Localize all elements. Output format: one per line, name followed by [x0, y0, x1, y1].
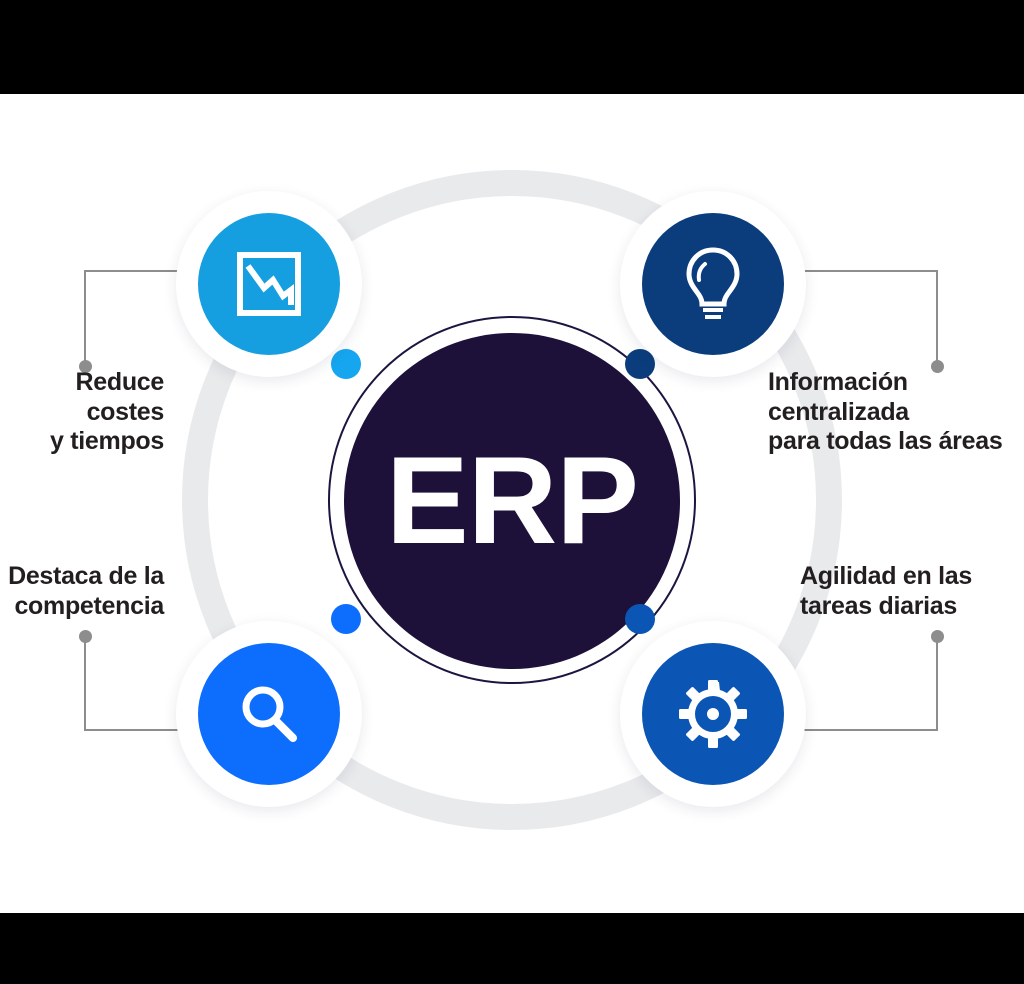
gear-hub-cutout [695, 696, 731, 732]
label-destaca-competencia: Destaca de la competencia [8, 562, 164, 620]
node-disc-reduce-costes [198, 213, 340, 355]
ring-dot-bottom-left [331, 604, 361, 634]
connector-vertical-segment [936, 270, 938, 366]
connector-vertical-segment [84, 635, 86, 731]
connector-endpoint-dot [931, 360, 944, 373]
node-disc-destaca-competencia [198, 643, 340, 785]
label-agilidad-tareas: Agilidad en las tareas diarias [800, 562, 972, 620]
connector-horizontal-segment [84, 729, 264, 731]
connector-horizontal-segment [84, 270, 264, 272]
connector-horizontal-segment [758, 729, 938, 731]
letterbox-bar-bottom [0, 913, 1024, 984]
ring-dot-top-left [331, 349, 361, 379]
node-destaca-competencia[interactable] [176, 621, 362, 807]
center-node-label: ERP [386, 432, 639, 570]
chart-declining-icon [233, 248, 305, 320]
node-reduce-costes[interactable] [176, 191, 362, 377]
ring-dot-bottom-right [625, 604, 655, 634]
connector-top-right [758, 270, 944, 373]
letterbox-bar-top [0, 0, 1024, 94]
connector-bottom-right [758, 630, 944, 735]
connector-vertical-segment [84, 270, 86, 366]
connector-endpoint-dot [931, 630, 944, 643]
label-reduce-costes: Reduce costes y tiempos [50, 368, 164, 455]
search-magnifier-icon [233, 678, 305, 750]
node-agilidad-tareas[interactable] [620, 621, 806, 807]
connector-vertical-segment [936, 635, 938, 731]
ring-dot-top-right [625, 349, 655, 379]
connector-endpoint-dot [79, 630, 92, 643]
node-disc-agilidad-tareas [642, 643, 784, 785]
lightbulb-icon [675, 244, 751, 324]
connector-endpoint-dot [79, 360, 92, 373]
gear-icon [677, 678, 749, 750]
connector-bottom-left [79, 630, 266, 735]
connector-top-left [79, 270, 266, 373]
inner-ring-decoration [328, 316, 696, 684]
node-informacion-centralizada[interactable] [620, 191, 806, 377]
label-informacion-centralizada: Información centralizada para todas las … [768, 368, 1003, 455]
infographic-canvas: ERP [0, 94, 1024, 913]
node-disc-informacion-centralizada [642, 213, 784, 355]
connector-horizontal-segment [758, 270, 938, 272]
center-node-erp[interactable]: ERP [344, 333, 680, 669]
